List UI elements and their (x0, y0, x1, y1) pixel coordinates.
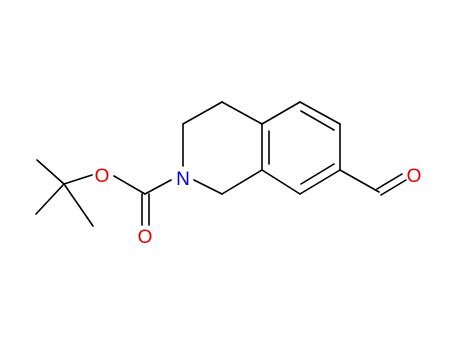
bond-carbonyl-n (144, 179, 172, 195)
bond-c5-c6-inner (300, 110, 335, 131)
atom-labels: O O N O (95, 166, 422, 248)
bond-methyl-1 (36, 159, 65, 185)
bond-c3-c4 (182, 101, 223, 125)
bond-c4-c4a (221, 101, 263, 125)
bond-n-c1 (193, 179, 223, 195)
aldehyde-oxygen-label: O (407, 166, 422, 187)
bond-methyl-3 (63, 183, 94, 227)
bond-cho-double-b (380, 179, 407, 196)
bond-cho-double-a (376, 173, 403, 190)
bond-c7-c8-inner (300, 163, 335, 185)
bond-c7-cho (339, 169, 380, 193)
bond-c4a-c5 (261, 101, 301, 125)
ester-oxygen-label: O (95, 166, 110, 187)
bond-methyl-2 (35, 183, 65, 215)
bond-c5-c6 (299, 101, 341, 125)
bond-o-carbonyl (113, 175, 146, 195)
bonds (35, 101, 407, 227)
bond-c8-c8a (261, 169, 301, 195)
carbonyl-oxygen-label: O (138, 227, 153, 248)
nitrogen-label: N (176, 169, 190, 190)
bond-c1-c8a (221, 169, 263, 195)
bond-tbu-o (63, 174, 93, 185)
bond-c7-c8 (299, 169, 341, 195)
